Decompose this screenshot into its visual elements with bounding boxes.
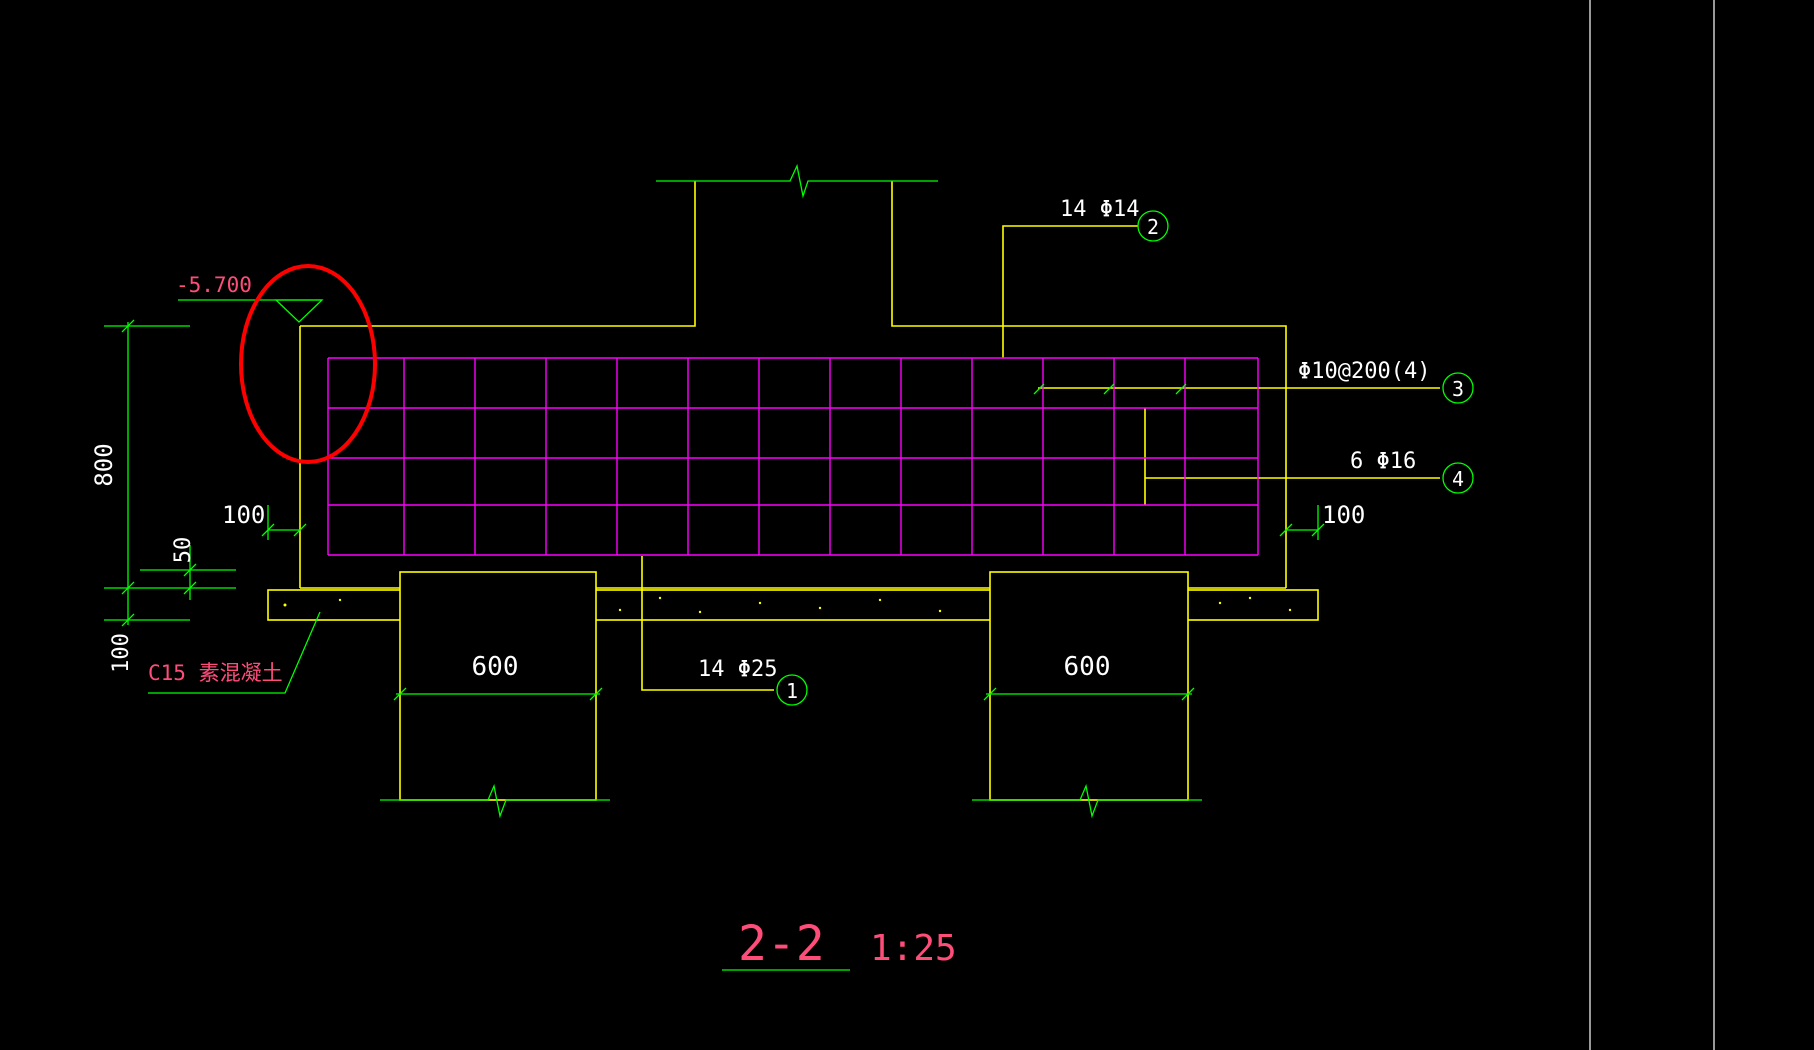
elevation-label: -5.700 (176, 273, 252, 297)
rebar-1-bubble (776, 674, 808, 706)
elevation-triangle (274, 299, 324, 323)
rebar-1-label: 14 Φ25 (698, 657, 777, 682)
highlight-ellipse (239, 264, 377, 464)
rebar-2-bubble (1137, 210, 1169, 242)
dim-100-right-label: 100 (1322, 501, 1365, 529)
frame-lines (1589, 0, 1715, 1050)
foundation-outline (267, 181, 1440, 801)
pile-right-width-label: 600 (1064, 652, 1111, 682)
pile-right-break-line (972, 783, 1202, 819)
rebar-3-label: Φ10@200(4) (1298, 359, 1430, 384)
pile-left (399, 571, 597, 801)
blinding-label: C15 素混凝土 (148, 661, 283, 685)
dimension-lines (104, 163, 1474, 971)
section-scale: 1:25 (870, 928, 957, 969)
rebar-2-leader (1002, 225, 1138, 358)
dim-100-blinding-label: 100 (109, 633, 134, 673)
dim-50-label: 50 (171, 537, 196, 564)
blinding-hatch (283, 596, 1292, 614)
dim-100-left-label: 100 (222, 501, 265, 529)
pile-left-break-line (380, 783, 610, 819)
beam-top-right (891, 181, 1287, 588)
rebar-1-number: 1 (786, 679, 798, 703)
rebar-4-number: 4 (1452, 467, 1464, 491)
dim-800-label: 800 (90, 443, 118, 486)
beam-top-left (300, 181, 696, 327)
rebar-4-bubble (1442, 462, 1474, 494)
blinding-layer (267, 589, 1319, 621)
rebar-grid (327, 357, 1259, 556)
rebar-1-leader (641, 556, 774, 691)
rebar-3-bubble (1442, 372, 1474, 404)
pile-left-width-label: 600 (472, 652, 519, 682)
rebar-4-label: 6 Φ16 (1350, 449, 1416, 474)
column-break-line (656, 163, 938, 199)
pile-right (989, 571, 1189, 801)
blinding-leader (148, 611, 321, 694)
rebar-2-number: 2 (1147, 215, 1159, 239)
rebar-3-number: 3 (1452, 377, 1464, 401)
rebar-2-label: 14 Φ14 (1060, 197, 1139, 222)
section-title: 2-2 (738, 916, 825, 972)
